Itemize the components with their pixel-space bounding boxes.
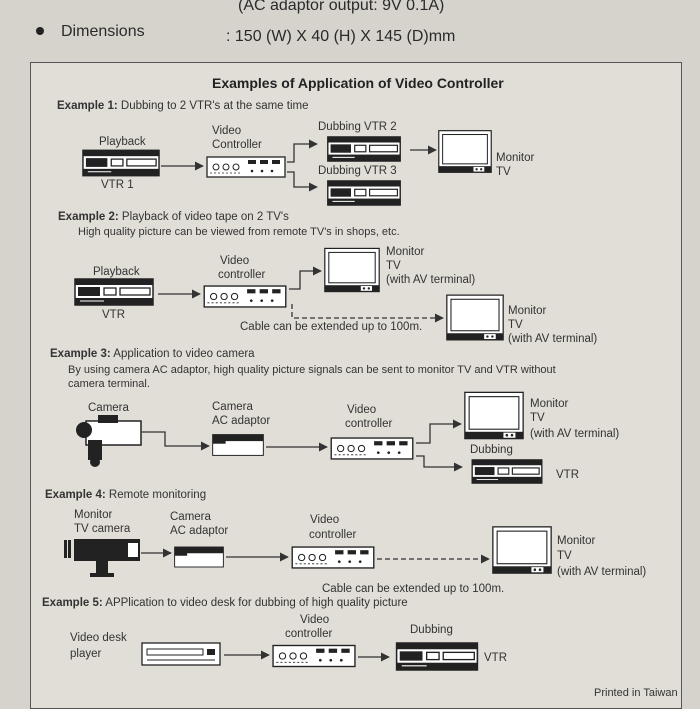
example5-number: Example 5: — [42, 597, 103, 609]
ex2-av2-label: (with AV terminal) — [508, 333, 598, 345]
ex3-dubbing-label: Dubbing — [470, 444, 513, 456]
monitor-tv-icon — [324, 247, 380, 293]
video-controller-icon — [272, 644, 356, 668]
ex1-tv-label: TV — [496, 166, 511, 178]
example1-heading: Example 1: Dubbing to 2 VTR's at the sam… — [57, 100, 309, 112]
vtr1-icon — [82, 149, 160, 177]
ex2-tv2-label: TV — [508, 319, 523, 331]
example5-heading: Example 5: APPlication to video desk for… — [42, 597, 408, 609]
ex3-camera-label: Camera — [88, 402, 129, 414]
ex3-monitor-label: Monitor — [530, 398, 569, 410]
ex5-dubbing-label: Dubbing — [410, 624, 453, 636]
ex4-tv-label: TV — [557, 550, 572, 562]
bullet-icon — [36, 27, 44, 35]
example2-number: Example 2: — [58, 211, 119, 223]
printed-in-footer: Printed in Taiwan — [594, 687, 678, 699]
ex1-video-label: Video — [212, 125, 242, 137]
ex3-camera-ac-label-2: AC adaptor — [212, 415, 271, 427]
ex4-video-label: Video — [310, 514, 340, 526]
dubbing-vtr-icon — [395, 642, 479, 671]
camera-icon — [76, 415, 142, 467]
ex2-monitor2-label: Monitor — [508, 305, 547, 317]
ex1-monitor-label: Monitor — [496, 152, 535, 164]
ex1-vtr1-label: VTR 1 — [101, 179, 134, 191]
ex5-video-label: Video — [300, 614, 330, 626]
ex1-controller-label: Controller — [212, 139, 262, 151]
ex3-camera-ac-label-1: Camera — [212, 401, 253, 413]
ex3-video-label: Video — [347, 404, 377, 416]
ex5-vtr-label: VTR — [484, 652, 507, 664]
dubbing-vtr3-icon — [326, 180, 402, 206]
monitor-tv-icon — [464, 391, 524, 440]
monitor-tv-icon — [492, 526, 552, 574]
ex3-av-label: (with AV terminal) — [530, 428, 620, 440]
ex4-monitor-camera-label-1: Monitor — [74, 509, 113, 521]
example3-number: Example 3: — [50, 348, 111, 360]
ex5-desk-label-1: Video desk — [70, 632, 127, 644]
dubbing-vtr-icon — [471, 459, 543, 484]
example2-subtext: High quality picture can be viewed from … — [78, 226, 400, 238]
example4-number: Example 4: — [45, 489, 106, 501]
ex1-dubbing-vtr2-label: Dubbing VTR 2 — [318, 121, 397, 133]
vtr-icon — [74, 278, 154, 306]
camera-ac-adaptor-icon — [174, 546, 224, 568]
ex2-av1-label: (with AV terminal) — [386, 274, 476, 286]
ex5-controller-label: controller — [285, 628, 333, 640]
ex2-cable-note: Cable can be extended up to 100m. — [240, 321, 423, 333]
ex1-playback-label: Playback — [99, 136, 146, 148]
ex2-monitor1-label: Monitor — [386, 246, 425, 258]
dimensions-value: : 150 (W) X 40 (H) X 145 (D)mm — [226, 28, 456, 45]
ex4-cable-note: Cable can be extended up to 100m. — [322, 583, 505, 595]
video-controller-icon — [330, 437, 414, 460]
example5-text: APPlication to video desk for dubbing of… — [102, 597, 408, 609]
ex2-vtr-label: VTR — [102, 309, 125, 321]
camera-ac-adaptor-icon — [212, 433, 264, 457]
ex4-monitor-label: Monitor — [557, 535, 596, 547]
ex2-controller-label: controller — [218, 269, 266, 281]
ex4-controller-label: controller — [309, 529, 357, 541]
ex4-camera-ac-label-2: AC adaptor — [170, 525, 229, 537]
monitor-tv-remote-icon — [446, 294, 504, 341]
ex5-desk-label-2: player — [70, 648, 102, 660]
ex4-monitor-camera-label-2: TV camera — [74, 523, 131, 535]
example4-text: Remote monitoring — [105, 489, 207, 501]
example3-heading: Example 3: Application to video camera — [50, 348, 255, 360]
page-title: Examples of Application of Video Control… — [212, 75, 504, 91]
monitor-tv-icon — [438, 129, 492, 174]
ex3-tv-label: TV — [530, 412, 545, 424]
video-controller-icon — [203, 285, 287, 308]
ex4-camera-ac-label-1: Camera — [170, 511, 211, 523]
ex2-video-label: Video — [220, 255, 250, 267]
ex3-controller-label: controller — [345, 418, 393, 430]
example4-heading: Example 4: Remote monitoring — [45, 489, 206, 501]
ex2-tv1-label: TV — [386, 260, 401, 272]
ex3-vtr-label: VTR — [556, 469, 579, 481]
ex1-dubbing-vtr3-label: Dubbing VTR 3 — [318, 165, 397, 177]
spec-section: (AC adaptor output: 9V 0.1A) Dimensions … — [0, 0, 700, 60]
adaptor-output-text: (AC adaptor output: 9V 0.1A) — [238, 0, 445, 14]
tv-camera-icon — [64, 539, 140, 577]
example1-number: Example 1: — [57, 100, 118, 112]
dubbing-vtr2-icon — [326, 136, 402, 162]
example3-subtext-1: By using camera AC adaptor, high quality… — [68, 364, 556, 376]
video-desk-player-icon — [141, 642, 221, 666]
ex4-av-label: (with AV terminal) — [557, 566, 647, 578]
example2-text: Playback of video tape on 2 TV's — [118, 211, 289, 223]
video-controller-icon — [206, 156, 286, 178]
example1-text: Dubbing to 2 VTR's at the same time — [117, 100, 309, 112]
dimensions-label: Dimensions — [61, 23, 145, 40]
example3-subtext-2: camera terminal. — [68, 378, 150, 390]
example3-text: Application to video camera — [110, 348, 255, 360]
video-controller-icon — [291, 546, 375, 569]
ex2-playback-label: Playback — [93, 266, 140, 278]
example2-heading: Example 2: Playback of video tape on 2 T… — [58, 211, 289, 223]
